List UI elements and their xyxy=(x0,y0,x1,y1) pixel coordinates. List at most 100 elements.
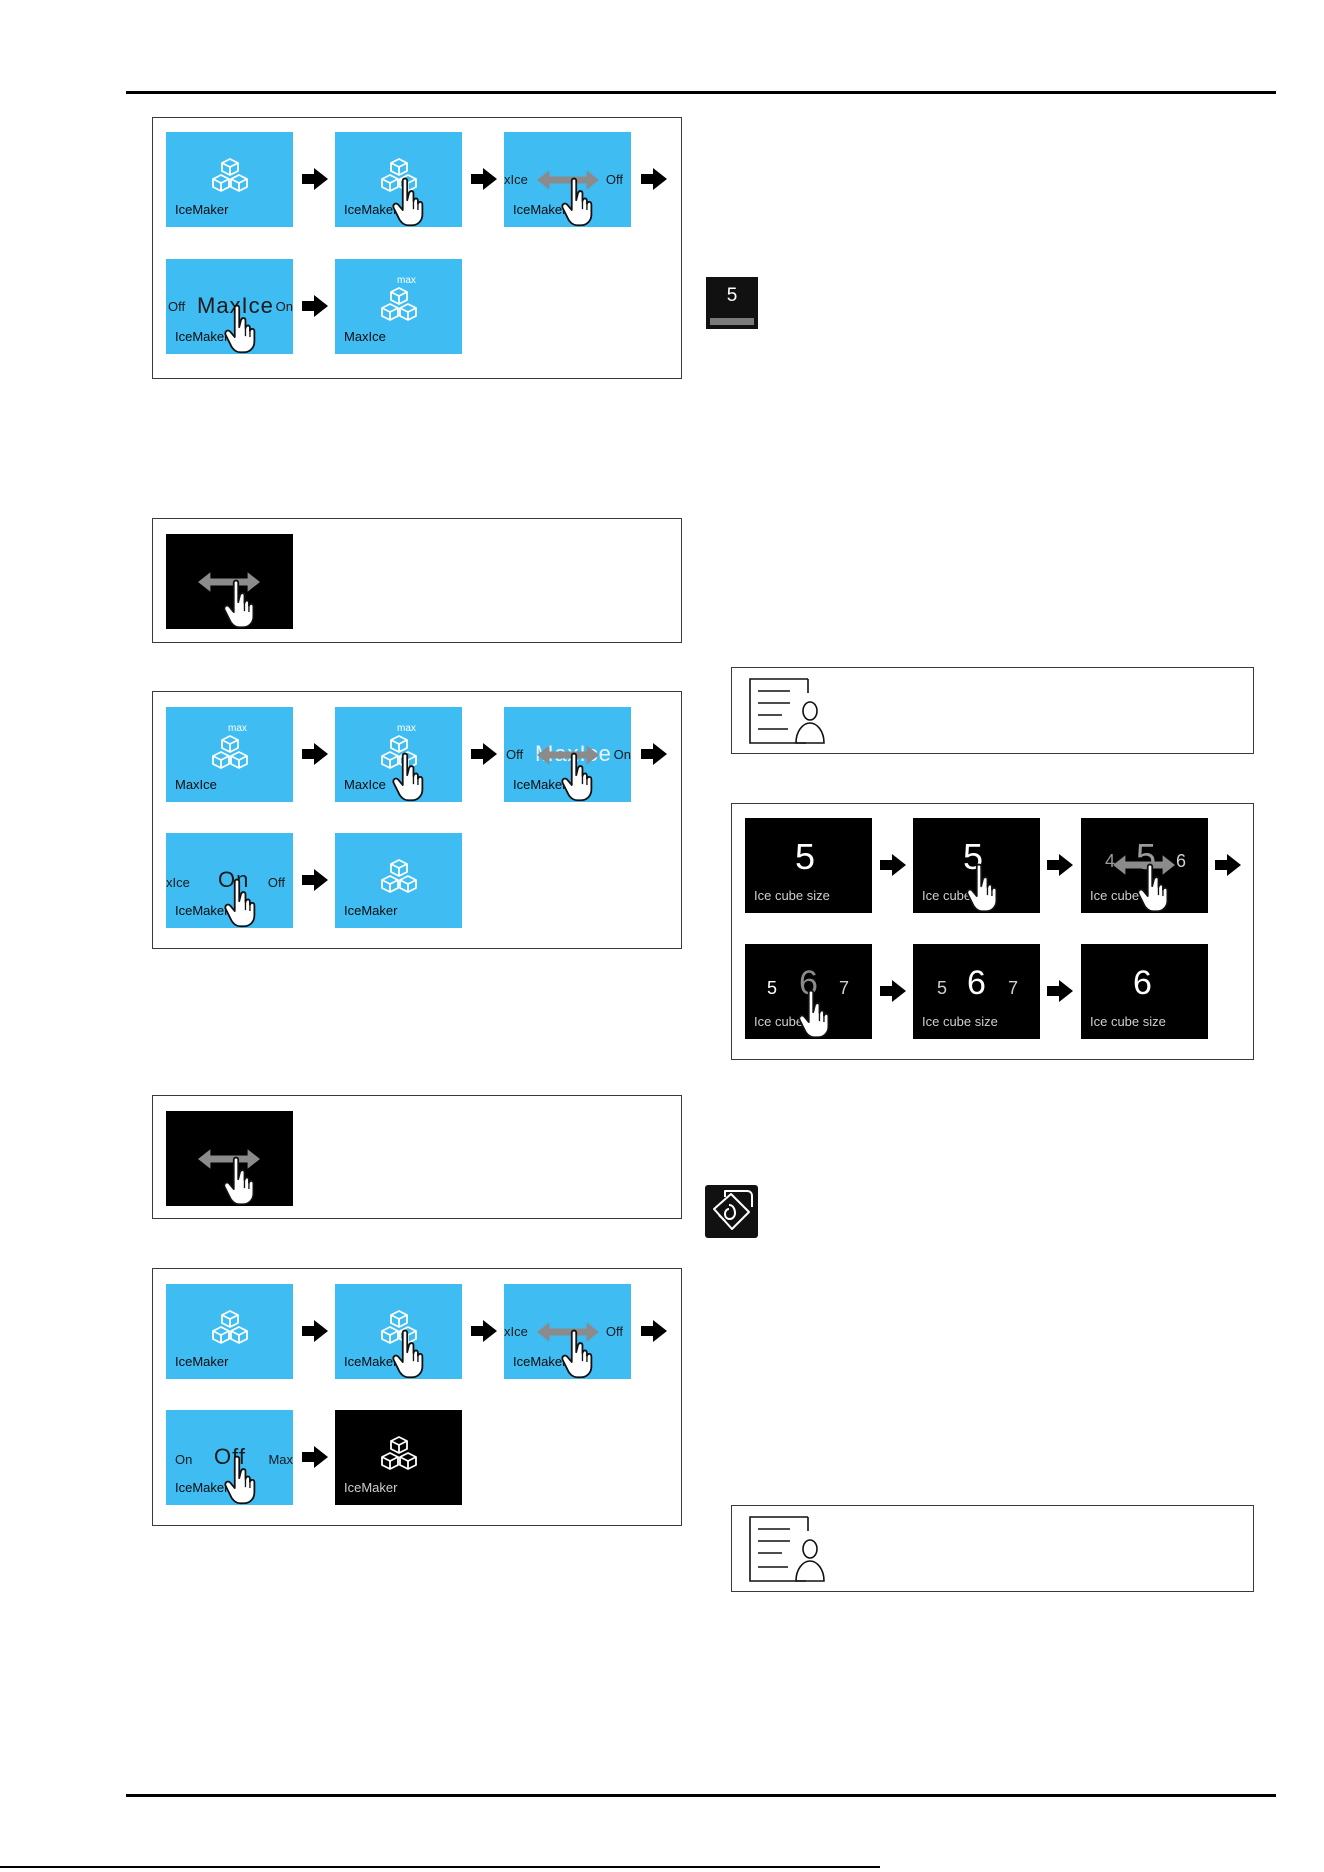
right-arrow-icon xyxy=(302,743,328,765)
tile-label: MaxIce xyxy=(175,777,217,792)
right-arrow-icon xyxy=(302,869,328,891)
icemaker-swipe-tile[interactable]: xIce Off IceMaker xyxy=(504,132,631,227)
option-left: Off xyxy=(168,299,186,314)
swipe-hint-box xyxy=(152,1095,682,1219)
option-left: xIce xyxy=(504,1324,528,1339)
icemaker-tile[interactable]: IceMaker xyxy=(335,833,462,928)
option-right: Off xyxy=(267,875,285,890)
tile-label: IceMaker xyxy=(344,1480,398,1495)
ice-cube-icon xyxy=(211,158,249,192)
tile-label: IceMaker xyxy=(513,777,567,792)
tap-hand-icon xyxy=(222,579,258,629)
size-value: 5 xyxy=(795,836,816,877)
tile-label: IceMaker xyxy=(175,903,229,918)
tile-label: IceMaker xyxy=(344,1354,398,1369)
right-arrow-icon xyxy=(471,168,497,190)
ice-size-result-tile[interactable]: 6 Ice cube size xyxy=(1081,944,1208,1039)
swipe-hint-box xyxy=(152,518,682,643)
tile-label: Ice cube size xyxy=(1090,1014,1166,1029)
right-arrow-icon xyxy=(641,168,667,190)
icemaker-tile[interactable]: IceMaker xyxy=(166,132,293,227)
tile-label: MaxIce xyxy=(344,329,386,344)
right-arrow-icon xyxy=(471,743,497,765)
tap-hand-icon xyxy=(560,752,596,802)
size-prev: 4 xyxy=(1105,851,1116,871)
right-arrow-icon xyxy=(641,743,667,765)
size-value: 6 xyxy=(1133,964,1152,1002)
right-arrow-icon xyxy=(880,980,906,1002)
size-current: 6 xyxy=(967,964,986,1002)
tile-label: IceMaker xyxy=(344,903,398,918)
max-caption: max xyxy=(228,723,247,734)
maxice-tile[interactable]: max MaxIce xyxy=(166,707,293,802)
option-left: xIce xyxy=(504,172,528,187)
tap-hand-icon xyxy=(222,1156,258,1206)
size-prev: 5 xyxy=(937,978,948,998)
tap-hand-icon xyxy=(965,863,1001,913)
icemaker-off-sequence: IceMaker IceMaker xIce Off IceMaker On O… xyxy=(152,1268,682,1526)
max-caption: max xyxy=(397,723,416,734)
footer-band xyxy=(0,1866,880,1868)
customer-service-icon xyxy=(749,678,825,744)
tap-hand-icon xyxy=(560,177,596,227)
icemaker-tile[interactable]: IceMaker xyxy=(166,1284,293,1379)
size-prev: 5 xyxy=(767,978,778,998)
option-right: On xyxy=(613,747,631,762)
option-left: xIce xyxy=(166,875,190,890)
option-right: On xyxy=(275,299,293,314)
customer-service-icon xyxy=(749,1516,825,1582)
ice-cube-size-sequence: 5 Ice cube size 5 Ice cube 4 5 6 Ice cub… xyxy=(731,803,1254,1060)
option-left: On xyxy=(175,1452,193,1467)
right-arrow-icon xyxy=(880,854,906,876)
tap-hand-icon xyxy=(223,1455,259,1505)
maxice-select-tile[interactable]: Off MaxIce On IceMaker xyxy=(166,259,293,354)
tile-label: IceMaker xyxy=(175,1354,229,1369)
tap-hand-icon xyxy=(223,878,259,928)
chip-value: 5 xyxy=(726,285,738,306)
ice-size-select-tile[interactable]: 5 6 7 Ice cube xyxy=(745,944,872,1039)
right-arrow-icon xyxy=(302,1446,328,1468)
header-rule xyxy=(126,91,1276,94)
right-arrow-icon xyxy=(1047,854,1073,876)
right-arrow-icon xyxy=(302,168,328,190)
maxice-off-sequence: max MaxIce max MaxIce Off MaxIce On IceM… xyxy=(152,691,682,949)
icemaker-off-tile[interactable]: IceMaker xyxy=(335,1410,462,1505)
max-ice-cube-icon xyxy=(380,287,418,321)
tile-label: MaxIce xyxy=(344,777,386,792)
tile-label: Ice cube size xyxy=(922,1014,998,1029)
right-arrow-icon xyxy=(302,1320,328,1342)
icemaker-on-select-tile[interactable]: xIce On Off IceMaker xyxy=(166,833,293,928)
icemaker-tile-pressed[interactable]: IceMaker xyxy=(335,132,462,227)
ice-size-swipe-tile[interactable]: 4 5 6 Ice cube xyxy=(1081,818,1208,913)
swipe-hint-tile xyxy=(166,1111,293,1206)
max-ice-cube-icon xyxy=(211,735,249,769)
tap-hand-icon xyxy=(1136,863,1172,913)
tile-label: IceMaker xyxy=(344,202,398,217)
tile-label: IceMaker xyxy=(175,1480,229,1495)
ice-cube-icon xyxy=(380,1436,418,1470)
ice-size-tile[interactable]: 5 Ice cube size xyxy=(745,818,872,913)
option-right: Off xyxy=(605,1324,623,1339)
ice-cube-size-chip: 5 xyxy=(706,277,758,329)
right-arrow-icon xyxy=(302,295,328,317)
icemaker-swipe-tile[interactable]: xIce Off IceMaker xyxy=(504,1284,631,1379)
maxice-tile-pressed[interactable]: max MaxIce xyxy=(335,707,462,802)
tile-label: Ice cube xyxy=(754,1014,804,1029)
option-center: On xyxy=(218,867,250,892)
right-arrow-icon xyxy=(1215,854,1241,876)
tile-label: Ice cube size xyxy=(754,888,830,903)
icemaker-off-select-tile[interactable]: On Off Max IceMaker xyxy=(166,1410,293,1505)
ice-cube-icon xyxy=(380,859,418,893)
maxice-tile[interactable]: max MaxIce xyxy=(335,259,462,354)
ice-size-selected-tile[interactable]: 5 6 7 Ice cube size xyxy=(913,944,1040,1039)
tile-label: Ice cube xyxy=(1090,888,1140,903)
maxice-swipe-tile[interactable]: Off MaxIce On IceMaker xyxy=(504,707,631,802)
right-arrow-icon xyxy=(1047,980,1073,1002)
size-next: 7 xyxy=(1008,978,1019,998)
tile-label: IceMaker xyxy=(175,329,229,344)
ice-size-tile-pressed[interactable]: 5 Ice cube xyxy=(913,818,1040,913)
tap-hand-icon xyxy=(391,752,427,802)
icemaker-tile-pressed[interactable]: IceMaker xyxy=(335,1284,462,1379)
maxice-on-sequence: IceMaker IceMaker xIce Off IceMaker Off … xyxy=(152,117,682,379)
tap-hand-icon xyxy=(560,1329,596,1379)
